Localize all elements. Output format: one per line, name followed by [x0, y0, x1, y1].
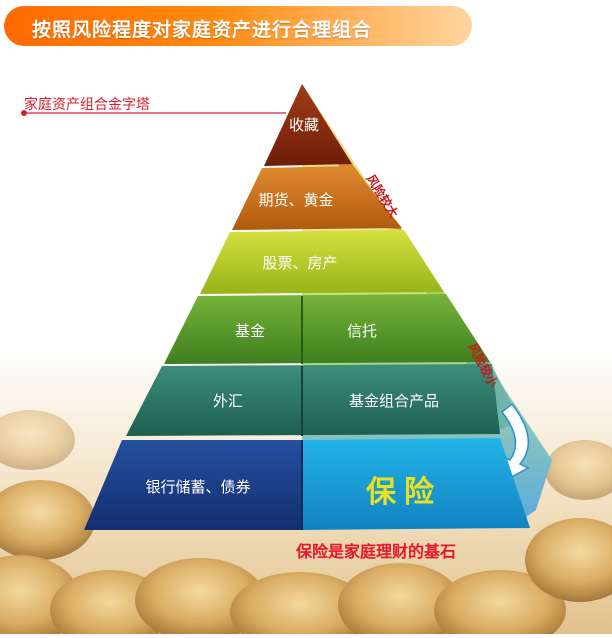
- tier-4-shape: [164, 294, 490, 364]
- tier-4-right-label: 信托: [347, 322, 377, 340]
- tier-3-shape: [200, 230, 444, 294]
- tier-2-label: 期货、黄金: [258, 191, 333, 209]
- coin-pile: [0, 410, 612, 638]
- tier-4-left-label: 基金: [235, 322, 265, 340]
- pyramid-subtitle: 家庭资产组合金字塔: [24, 97, 150, 113]
- tier-6-left-shape: [84, 440, 302, 530]
- footer-note: 保险是家庭理财的基石: [296, 542, 457, 561]
- banner-title: 按照风险程度对家庭资产进行合理组合: [32, 19, 373, 41]
- subtitle-bullet: [21, 110, 27, 116]
- tier-5-shape: [126, 364, 500, 436]
- title-banner: 按照风险程度对家庭资产进行合理组合: [4, 6, 472, 46]
- tier-5-right-label: 基金组合产品: [349, 392, 439, 410]
- tier-2-shape: [232, 166, 402, 230]
- tier-1-shape: [264, 84, 352, 166]
- tier-5-left-label: 外汇: [213, 392, 243, 410]
- tier-1-label: 收藏: [289, 116, 319, 134]
- insurance-label: 保险: [366, 475, 442, 510]
- tier-3-label: 股票、房产: [262, 254, 337, 272]
- tier-6-insurance-shape: [302, 438, 530, 530]
- tier-6-left-label: 银行储蓄、债券: [145, 478, 250, 496]
